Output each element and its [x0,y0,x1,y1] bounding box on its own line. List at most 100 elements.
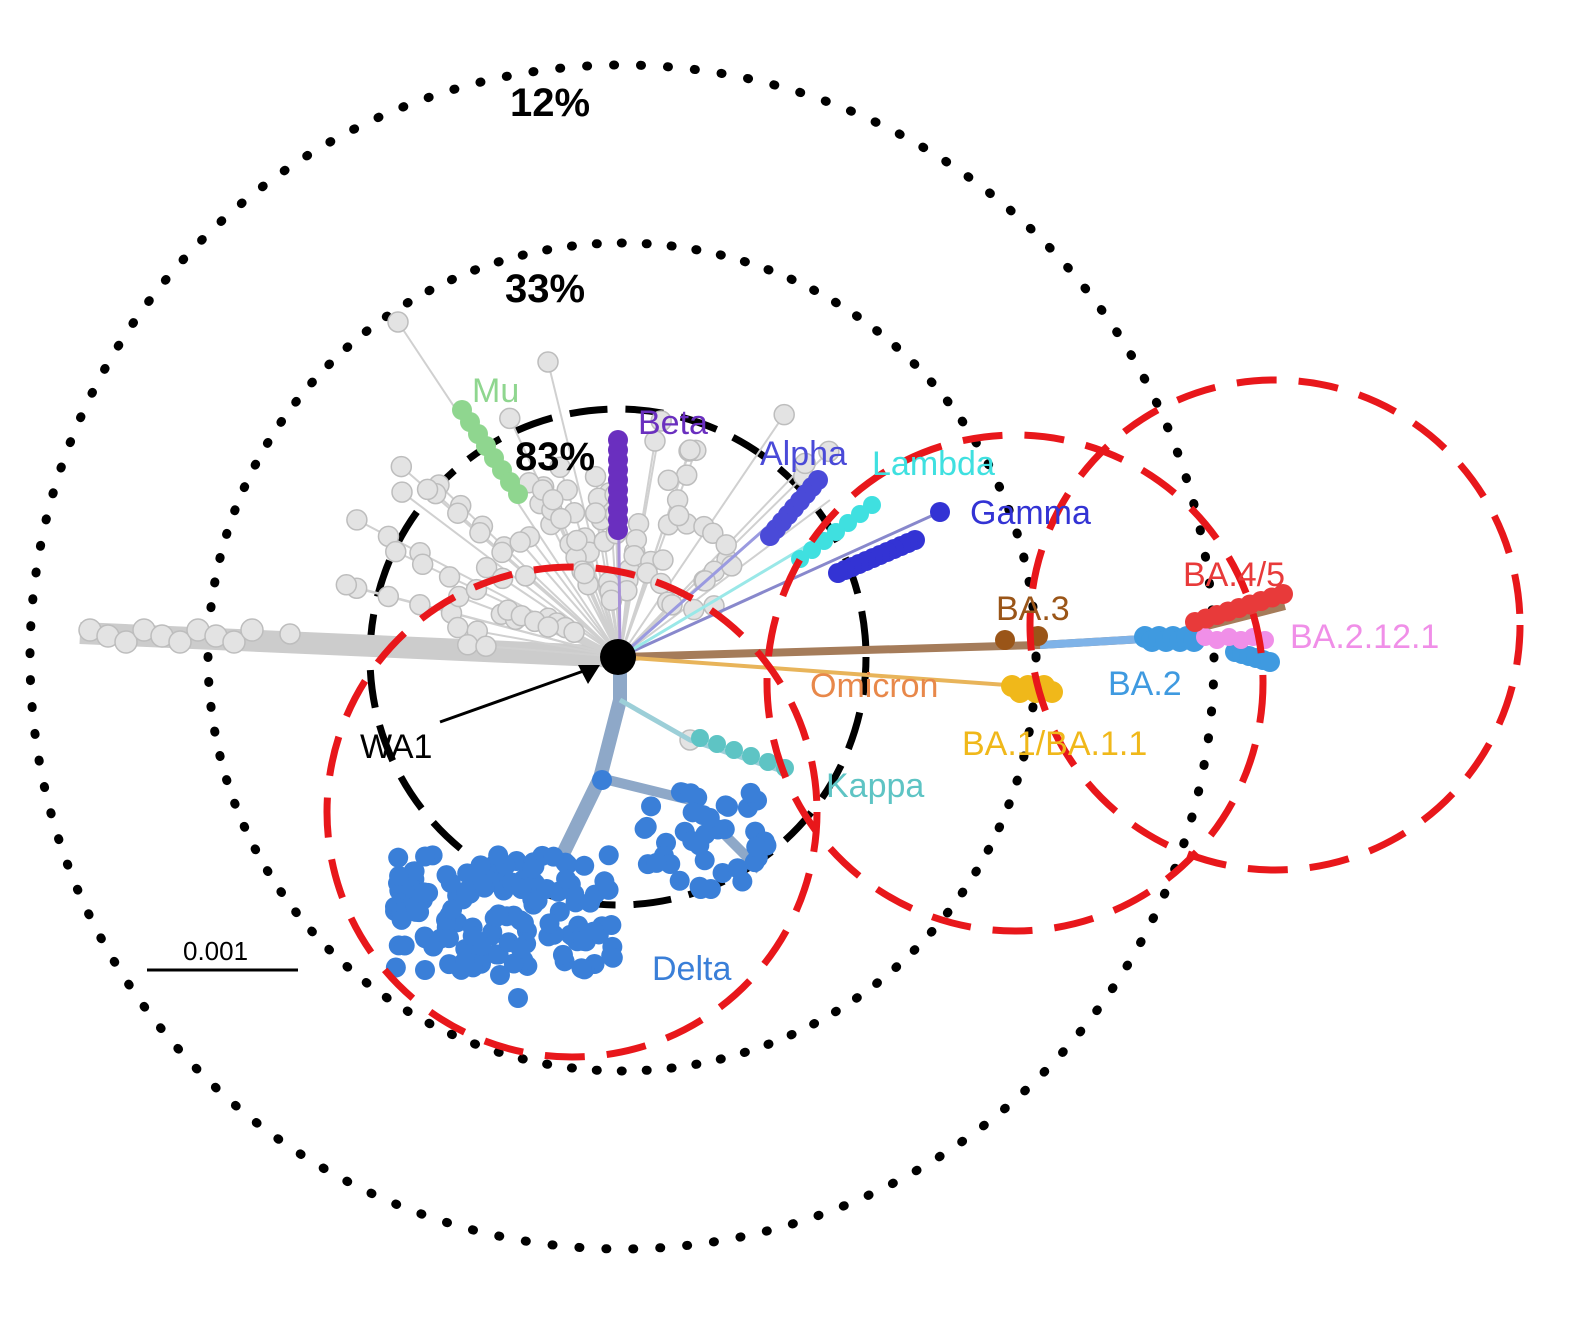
grey-node [377,585,400,608]
delta-node [699,807,720,828]
delta-node [572,930,593,951]
grey-node [411,553,434,576]
ring-33pct [203,238,1041,1076]
delta-node [414,882,435,903]
grey-node [279,623,301,645]
delta-node [634,818,655,839]
grey-node [475,635,497,658]
grey-node [542,488,564,511]
delta-node [690,879,711,900]
ring-12pct [25,60,1219,1254]
delta-node [388,847,409,868]
ba2-node [1260,652,1280,672]
delta-node [470,855,491,876]
ring-label-inner: 83% [515,435,595,479]
root-arrow [439,666,593,724]
grey-node [549,456,571,479]
grey-node [679,439,701,461]
gamma-node [828,563,848,583]
grey-node [469,522,491,544]
ring-label-middle: 33% [505,267,585,311]
tree-branch [519,541,621,658]
root-arrowhead [578,665,600,684]
delta-node [456,881,477,902]
delta-node [536,879,557,900]
delta-node [513,912,534,933]
grey-node [818,440,840,463]
delta-node [415,960,435,980]
alpha-node [760,526,780,546]
delta-node [472,873,493,894]
delta-node [391,909,412,930]
clade-label-delta: Delta [652,950,731,988]
grey-node [584,465,607,488]
clade-label-ba11: BA.1/BA.1.1 [962,725,1147,763]
delta-node [682,802,703,823]
grey-node [566,529,588,552]
delta-node [669,870,690,891]
grey-node [168,630,192,654]
grey-node [550,507,572,530]
grey-node [447,502,469,524]
scale-bar-label: 0.001 [183,936,248,966]
delta-node [556,869,577,890]
grey-node [661,594,683,616]
delta-node [744,852,765,873]
delta-node [580,892,601,913]
delta-node [490,965,510,985]
clade-label-omicron: Omicron [810,667,938,705]
kappa-node [742,747,760,765]
clade-label-ba45: BA.4/5 [1183,556,1285,594]
delta-node [746,836,767,857]
delta-node [602,947,623,968]
grey-node [240,618,264,642]
grey-node [499,407,521,430]
delta-node [598,845,619,866]
delta-node [689,835,710,856]
clade-label-ba2121: BA.2.12.1 [1290,618,1439,656]
grey-node [715,534,737,556]
delta-node [680,783,701,804]
delta-node [423,936,444,957]
ba11-node [1041,681,1063,703]
grey-node [584,502,607,524]
kappa-node [759,753,777,771]
delta-node [455,951,476,972]
grey-node [222,630,246,654]
ring-label-outer: 12% [510,81,590,125]
delta-node [552,944,573,965]
gamma-node [930,502,950,522]
kappa-node [708,735,726,753]
grey-node [667,504,690,527]
delta-node [484,908,505,929]
grey-node [773,403,795,426]
kappa-node [691,729,709,747]
delta-node [641,796,662,817]
grey-node [644,430,666,452]
delta-node [571,958,592,979]
delta-node [574,855,595,876]
delta-node [564,884,585,905]
delta-node [598,879,619,900]
clade-label-gamma: Gamma [970,494,1091,532]
grey-node [652,549,674,571]
red-circle-wa1 [323,563,821,1061]
delta-node [740,782,761,803]
grey-node [537,351,559,373]
delta-node [522,858,543,879]
grey-node [387,311,409,333]
grey-node [794,452,816,475]
clade-label-ba2: BA.2 [1108,665,1182,703]
grey-node [475,556,498,579]
delta-node [543,846,564,867]
grey-node [438,566,461,588]
grey-node [675,464,698,486]
ring-83pct [366,405,870,909]
grey-node [385,540,407,563]
grey-node [409,594,431,616]
grey-node [491,541,513,564]
root-node [600,639,636,675]
delta-node [415,846,436,867]
